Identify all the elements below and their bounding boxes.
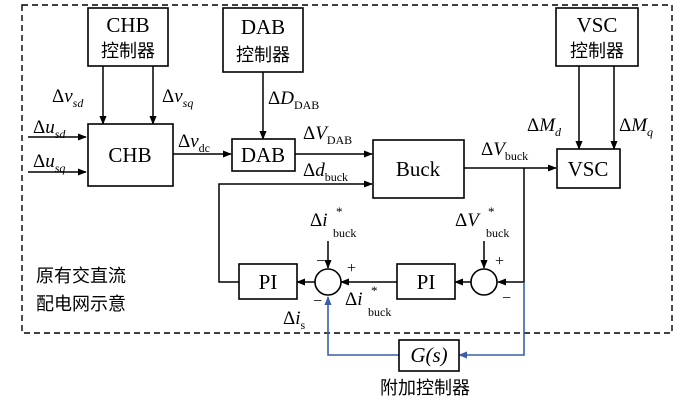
svg-text:buck: buck xyxy=(486,226,509,240)
pi-right-label: PI xyxy=(417,270,436,294)
svg-text:buck: buck xyxy=(333,226,356,240)
sum-left-right-sign: + xyxy=(347,260,356,277)
svg-text:Δi: Δi xyxy=(345,289,363,310)
buck-block: Buck xyxy=(372,139,465,199)
pi-left-label: PI xyxy=(259,270,278,294)
signal-di-buck-ref-top: Δi * buck xyxy=(310,204,356,240)
sum-left-bottom-sign: − xyxy=(313,293,322,310)
vsc-controller-label: VSC xyxy=(577,13,618,37)
chb-block: CHB xyxy=(87,123,174,187)
signal-dv-sd: Δvsd xyxy=(52,86,84,110)
signal-dV-dab: ΔVDAB xyxy=(303,123,352,147)
dab-controller-sublabel: 控制器 xyxy=(236,45,290,66)
svg-text:ΔV: ΔV xyxy=(455,210,481,231)
signal-dV-buck: ΔVbuck xyxy=(481,139,528,163)
network-label-line1: 原有交直流 xyxy=(36,266,126,287)
auxiliary-controller-caption: 附加控制器 xyxy=(380,378,470,399)
network-label-line2: 配电网示意 xyxy=(36,294,126,315)
svg-text:*: * xyxy=(336,204,343,219)
summing-junction-right xyxy=(470,268,498,296)
svg-text:*: * xyxy=(371,283,378,298)
signal-dD-dab: ΔDDAB xyxy=(268,88,319,112)
buck-label: Buck xyxy=(396,157,441,181)
vsc-controller-sublabel: 控制器 xyxy=(570,41,624,62)
signal-dd-buck: Δdbuck xyxy=(303,160,348,184)
signal-dv-dc: Δvdc xyxy=(178,131,210,155)
svg-text:*: * xyxy=(488,204,495,219)
signal-wires xyxy=(28,66,618,359)
dab-controller-block: DAB 控制器 xyxy=(222,7,304,73)
svg-text:Δi: Δi xyxy=(310,210,328,231)
signal-du-sq: Δusq xyxy=(33,151,65,175)
sum-right-bottom-sign: − xyxy=(502,290,511,307)
vsc-controller-block: VSC 控制器 xyxy=(555,7,639,67)
signal-dM-q: ΔMq xyxy=(619,115,653,139)
dab-block: DAB xyxy=(231,138,296,172)
signal-di-buck-ref-mid: Δi * buck xyxy=(345,283,391,319)
signal-dv-sq: Δvsq xyxy=(162,86,193,110)
chb-controller-block: CHB 控制器 xyxy=(87,7,169,67)
pi-left-block: PI xyxy=(238,263,298,300)
network-boundary xyxy=(21,4,673,334)
dab-label: DAB xyxy=(241,143,285,167)
vsc-label: VSC xyxy=(568,157,609,181)
gs-label: G(s) xyxy=(410,343,447,367)
gs-block: G(s) xyxy=(398,339,460,372)
chb-controller-sublabel: 控制器 xyxy=(101,41,155,62)
pi-right-block: PI xyxy=(396,263,456,300)
summing-junction-left xyxy=(314,268,342,296)
chb-controller-label: CHB xyxy=(106,13,149,37)
svg-text:buck: buck xyxy=(368,305,391,319)
sum-left-top-sign: − xyxy=(316,253,325,270)
sum-right-top-sign: + xyxy=(495,253,504,270)
dab-controller-label: DAB xyxy=(241,15,285,39)
chb-label: CHB xyxy=(108,143,151,167)
signal-dV-buck-ref: ΔV * buck xyxy=(455,204,509,240)
signal-du-sd: Δusd xyxy=(33,117,66,141)
vsc-block: VSC xyxy=(556,148,621,189)
signal-dM-d: ΔMd xyxy=(527,115,562,139)
signal-di-s: Δis xyxy=(283,308,306,332)
